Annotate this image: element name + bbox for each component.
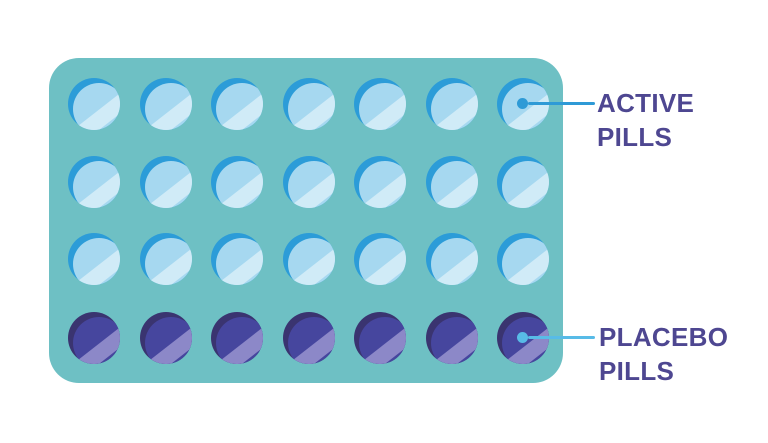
pill-pack-blister <box>49 58 563 383</box>
placebo-pill <box>282 312 335 364</box>
active-pill <box>211 233 263 285</box>
placebo-pill <box>354 312 406 364</box>
active-pill <box>139 156 192 208</box>
placebo-pill <box>425 312 478 364</box>
active-pills-connector-dot <box>517 98 528 109</box>
placebo-pill <box>139 312 192 364</box>
placebo-pills-label: PLACEBO PILLS <box>599 320 728 388</box>
active-pills-label-line1: ACTIVE <box>597 88 695 118</box>
active-pill <box>68 156 120 208</box>
active-pill <box>354 233 406 285</box>
placebo-pill <box>68 312 120 364</box>
active-pills-label: ACTIVE PILLS <box>597 86 694 154</box>
active-pill <box>354 78 406 130</box>
active-pill <box>282 78 335 130</box>
active-pill <box>282 233 335 285</box>
placebo-pills-label-line2: PILLS <box>599 356 675 386</box>
active-pills-label-line2: PILLS <box>597 122 673 152</box>
placebo-pills-connector-dot <box>517 332 528 343</box>
active-pill <box>497 233 549 285</box>
active-pill <box>68 233 120 285</box>
active-pill <box>425 233 478 285</box>
active-pill <box>354 156 406 208</box>
placebo-pill <box>211 312 263 364</box>
active-pills-connector-line <box>528 102 595 105</box>
active-pill <box>139 78 192 130</box>
placebo-pills-connector-line <box>528 336 595 339</box>
placebo-pills-label-line1: PLACEBO <box>599 322 729 352</box>
active-pill <box>68 78 120 130</box>
active-pill <box>282 156 335 208</box>
active-pill <box>425 78 478 130</box>
active-pill <box>497 156 549 208</box>
active-pill <box>211 156 263 208</box>
active-pill <box>139 233 192 285</box>
active-pill <box>425 156 478 208</box>
active-pill <box>211 78 263 130</box>
